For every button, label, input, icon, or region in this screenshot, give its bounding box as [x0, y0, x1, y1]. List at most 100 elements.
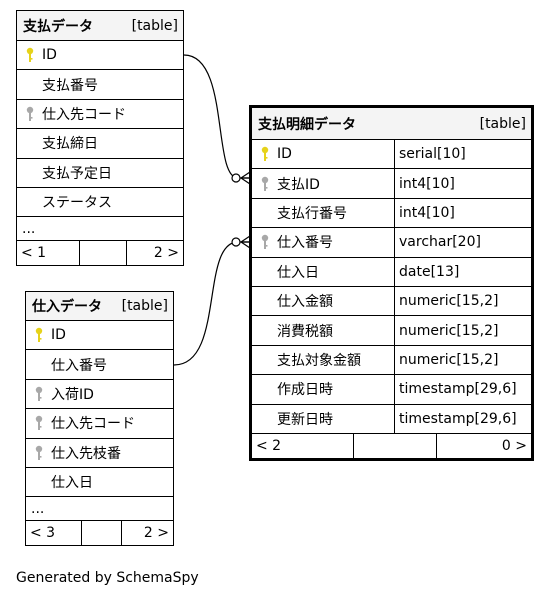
foreign-key-icon — [35, 386, 42, 401]
column-name: 仕入日 — [277, 257, 395, 286]
column-row[interactable]: ID — [26, 321, 173, 351]
table-kind: [table] — [131, 17, 178, 34]
column-type: serial[10] — [399, 146, 466, 163]
column-type: numeric[15,2] — [399, 293, 499, 310]
column-name: 仕入金額 — [277, 286, 395, 316]
column-name: 支払締日 — [42, 136, 98, 153]
parents-count[interactable]: < 3 — [26, 521, 82, 546]
column-name: ID — [277, 140, 395, 169]
foreign-key-icon — [35, 445, 42, 460]
column-name: 支払対象金額 — [277, 345, 395, 375]
column-type: int4[10] — [399, 175, 455, 192]
column-name: 仕入番号 — [277, 228, 395, 257]
column-type: numeric[15,2] — [399, 351, 499, 368]
table-footer: < 3 2 > — [26, 521, 173, 546]
table-header[interactable]: 支払明細データ [table] — [252, 108, 531, 140]
column-row[interactable]: ID — [17, 41, 183, 71]
table-name: 支払データ — [23, 18, 93, 35]
column-name: 作成日時 — [277, 375, 395, 404]
column-row[interactable]: 仕入先コード — [17, 100, 183, 130]
column-type: varchar[20] — [399, 234, 481, 251]
column-list: ID 支払番号仕入先コード支払締日支払予定日ステータス — [17, 41, 183, 218]
column-row[interactable]: 入荷ID — [26, 380, 173, 410]
children-count[interactable]: 2 > — [153, 245, 179, 262]
key-slot — [17, 47, 42, 63]
column-name: ID — [42, 47, 57, 64]
key-slot — [252, 234, 277, 250]
link-payment-to-detail — [183, 54, 250, 179]
column-name: 仕入先枝番 — [51, 445, 121, 462]
column-name: 仕入日 — [51, 475, 93, 492]
table-header[interactable]: 支払データ [table] — [17, 11, 183, 41]
column-name: 支払行番号 — [277, 198, 395, 228]
foreign-key-icon — [35, 416, 42, 431]
parents-count[interactable]: < 1 — [17, 241, 80, 266]
link-payment-to-detail-circle — [231, 173, 241, 183]
more-columns: ... — [17, 217, 183, 242]
foreign-key-icon — [26, 106, 33, 121]
link-payment-to-detail-crowfoot — [240, 171, 251, 185]
column-row[interactable]: ステータス — [17, 188, 183, 218]
column-row[interactable]: 支払番号 — [17, 70, 183, 100]
column-row[interactable]: 仕入先枝番 — [26, 439, 173, 468]
table-header[interactable]: 仕入データ [table] — [26, 292, 173, 321]
table-kind: [table] — [479, 115, 526, 132]
column-name: 入荷ID — [51, 386, 94, 403]
table-payment[interactable]: 支払データ [table] ID 支払番号仕入先コード支払締日支払予定日ステータス… — [16, 10, 184, 267]
key-slot — [26, 415, 51, 431]
parents-count[interactable]: < 2 — [252, 433, 354, 458]
column-type: numeric[15,2] — [399, 322, 499, 339]
key-slot — [26, 386, 51, 402]
table-footer: < 1 2 > — [17, 241, 183, 266]
column-name: 支払予定日 — [42, 165, 112, 182]
table-kind: [table] — [121, 298, 168, 314]
key-slot — [26, 327, 51, 343]
column-type: int4[10] — [399, 204, 455, 221]
children-count[interactable]: 2 > — [143, 525, 169, 542]
footer-spacer — [80, 241, 127, 266]
primary-key-icon — [26, 47, 33, 63]
column-row[interactable]: 仕入日 — [26, 468, 173, 498]
link-purchase-to-detail-crowfoot — [240, 235, 251, 249]
generated-by-label: Generated by SchemaSpy — [16, 570, 199, 586]
link-purchase-to-detail-circle — [231, 237, 241, 247]
children-count[interactable]: 0 > — [501, 437, 527, 454]
primary-key-icon — [261, 146, 268, 162]
key-slot — [252, 146, 277, 162]
column-name: ステータス — [42, 195, 112, 212]
table-footer: < 2 0 > — [252, 433, 531, 458]
column-row[interactable]: 仕入先コード — [26, 409, 173, 439]
footer-spacer — [82, 521, 122, 546]
column-name: 仕入先コード — [42, 106, 126, 123]
column-row[interactable]: 仕入番号 — [26, 350, 173, 380]
column-type: timestamp[29,6] — [399, 410, 517, 427]
column-list: ID 仕入番号入荷ID 仕入先コード仕入先枝番仕入日 — [26, 321, 173, 498]
column-type: timestamp[29,6] — [399, 381, 517, 398]
footer-spacer — [354, 433, 437, 458]
column-row[interactable]: 支払予定日 — [17, 159, 183, 188]
link-purchase-to-detail — [173, 241, 250, 366]
column-row[interactable]: 支払締日 — [17, 129, 183, 159]
primary-key-icon — [35, 327, 42, 343]
table-name: 支払明細データ — [258, 116, 356, 133]
foreign-key-icon — [261, 176, 268, 191]
column-type: date[13] — [399, 263, 460, 280]
column-name: 支払番号 — [42, 77, 98, 94]
column-name: ID — [51, 327, 66, 344]
column-name: 仕入先コード — [51, 416, 135, 433]
column-name: 消費税額 — [277, 316, 395, 345]
